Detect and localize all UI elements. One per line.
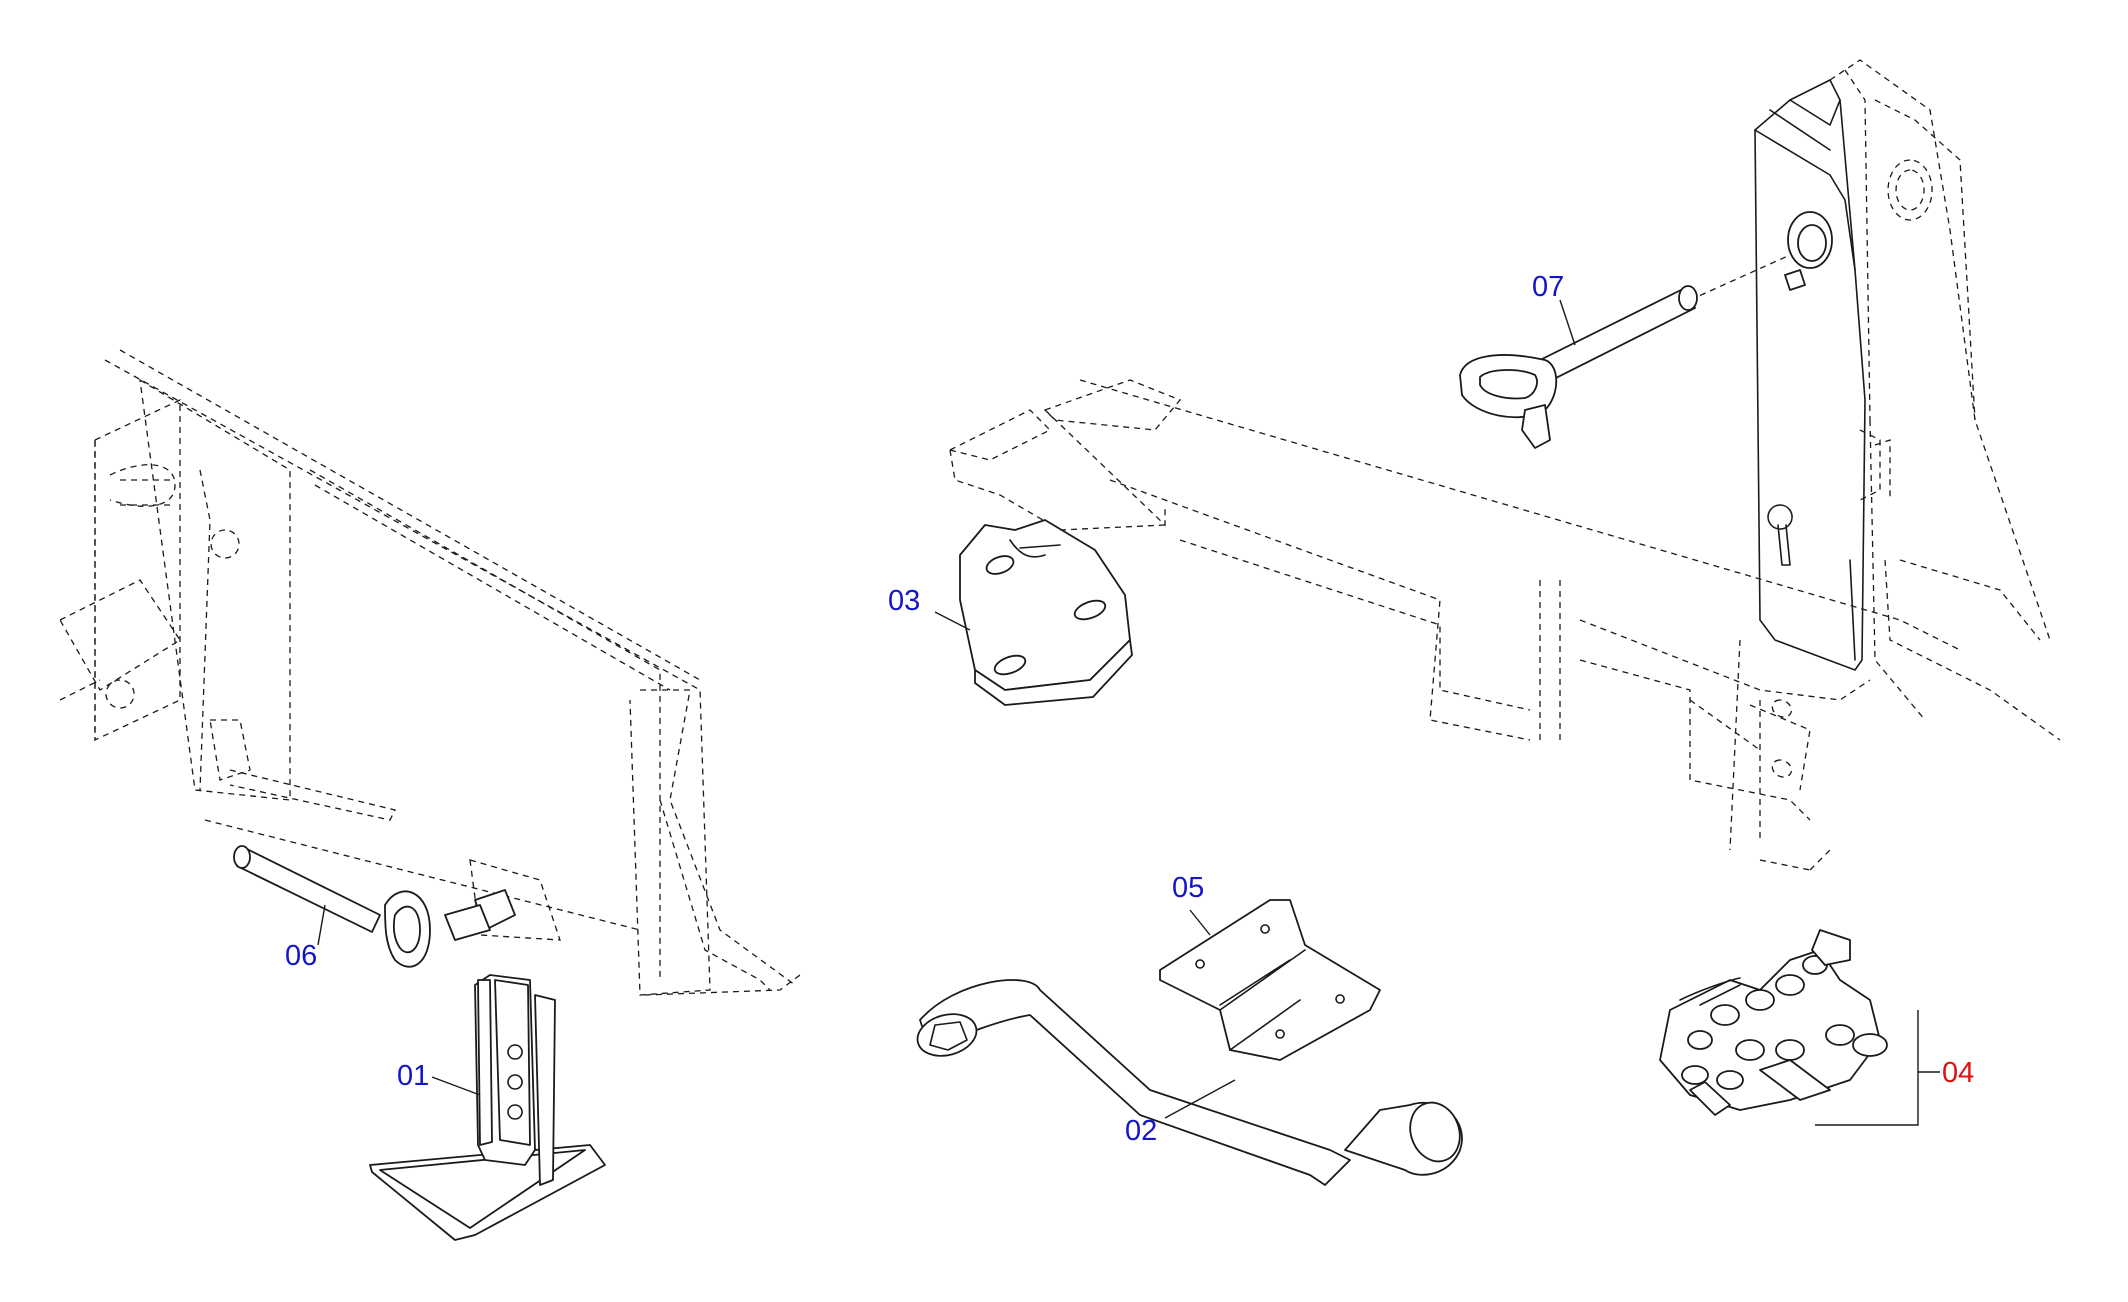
loader-tower [1754,79,1866,671]
callouts: 01 02 03 04 05 06 07 [285,271,1974,1147]
loader-frame-phantom [948,59,2061,871]
part-04-hardware-kit [1659,929,1888,1116]
leader-01 [431,1076,481,1096]
callout-02: 02 [1125,1115,1157,1147]
leader-03 [934,611,971,631]
leader-07 [1559,299,1576,346]
part-02-wrench [916,979,1463,1186]
callout-06: 06 [285,940,317,972]
callout-01: 01 [397,1060,429,1092]
part-03-bracket [959,519,1133,706]
callout-03: 03 [888,585,920,617]
part-01-stand [369,974,606,1241]
callout-05: 05 [1172,872,1204,904]
leader-lines [317,299,1940,1126]
front-frame-phantom [59,349,801,996]
part-06-lock-pin [233,845,516,968]
leader-02 [1164,1079,1236,1119]
part-07-lock-pin [1459,254,1791,449]
callout-07: 07 [1532,271,1564,303]
callout-04: 04 [1942,1057,1974,1089]
leader-04 [1815,1010,1940,1126]
leader-06 [317,904,326,946]
leader-05 [1189,909,1211,936]
part-05-bracket [1159,899,1381,1061]
